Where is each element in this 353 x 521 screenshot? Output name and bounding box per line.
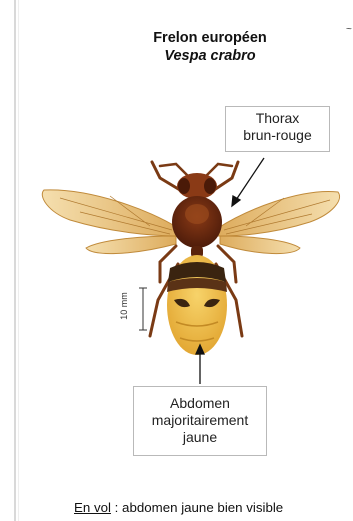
abdomen-callout-line1: Abdomen: [134, 395, 266, 412]
left-wings: [42, 190, 178, 254]
flight-note: En vol : abdomen jaune bien visible: [74, 500, 353, 515]
thorax-callout-line2: brun-rouge: [226, 127, 329, 144]
abdomen: [167, 255, 227, 355]
scale-label: 10 mm: [119, 291, 129, 321]
flight-note-text: : abdomen jaune bien visible: [111, 500, 283, 515]
thorax-callout-line1: Thorax: [226, 110, 329, 127]
abdomen-arrow: [196, 345, 204, 384]
thorax-callout: Thorax brun-rouge: [225, 106, 330, 152]
abdomen-callout-line2: majoritairement: [134, 412, 266, 429]
abdomen-callout: Abdomen majoritairement jaune: [133, 386, 267, 456]
scale-bar: [139, 288, 147, 330]
flight-note-lead: En vol: [74, 500, 111, 515]
abdomen-callout-line3: jaune: [134, 429, 266, 446]
